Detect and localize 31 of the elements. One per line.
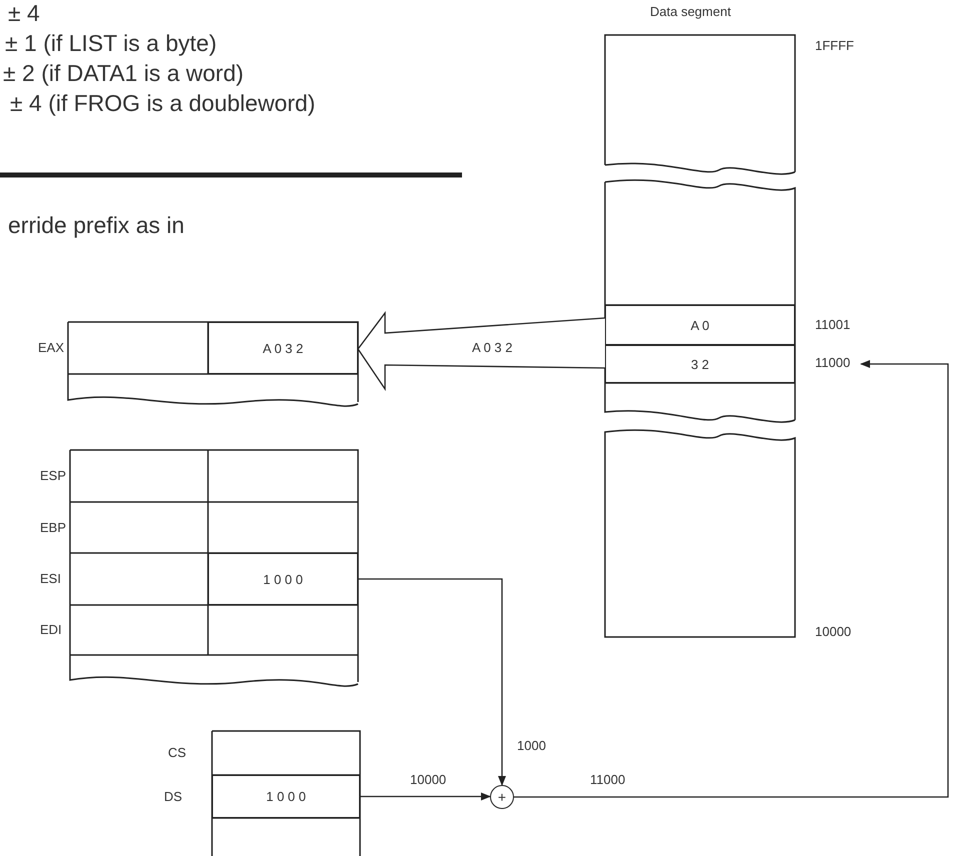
register-label: EDI [40, 622, 62, 637]
segment-title: Data segment [650, 4, 731, 19]
register-cell: 1 0 0 0 [212, 775, 360, 818]
edge-label: 1000 [515, 738, 548, 753]
register-label: CS [168, 745, 186, 760]
register-label: 11000 [815, 355, 850, 370]
register-cell: 3 2 [605, 345, 795, 383]
register-cell: 1 0 0 0 [208, 553, 358, 605]
arrow [358, 578, 506, 786]
note-text: ± 4 (if FROG is a doubleword) [10, 90, 316, 117]
transfer-arrow [357, 311, 606, 392]
address-label: 1FFFF [815, 38, 854, 53]
register-label: DS [164, 789, 182, 804]
adder-circle: + [490, 785, 514, 809]
register-label: ESP [40, 468, 66, 483]
edge-label: 10000 [408, 772, 448, 787]
note-text: ± 2 (if DATA1 is a word) [3, 60, 244, 87]
register-cell: A 0 [605, 305, 795, 345]
register-cell: A 0 3 2 [208, 322, 358, 374]
register-label: 11001 [815, 317, 850, 332]
note-text: ± 1 (if LIST is a byte) [5, 30, 217, 57]
edge-label: A 0 3 2 [471, 340, 514, 355]
note-text: erride prefix as in [8, 212, 184, 239]
address-label: 10000 [815, 624, 852, 639]
register-label: EAX [38, 340, 64, 355]
edge-label: 11000 [588, 772, 628, 787]
note-text: ± 4 [8, 0, 40, 27]
register-label: EBP [40, 520, 66, 535]
register-label: ESI [40, 571, 61, 586]
arrow [514, 360, 949, 798]
arrow [360, 792, 491, 800]
